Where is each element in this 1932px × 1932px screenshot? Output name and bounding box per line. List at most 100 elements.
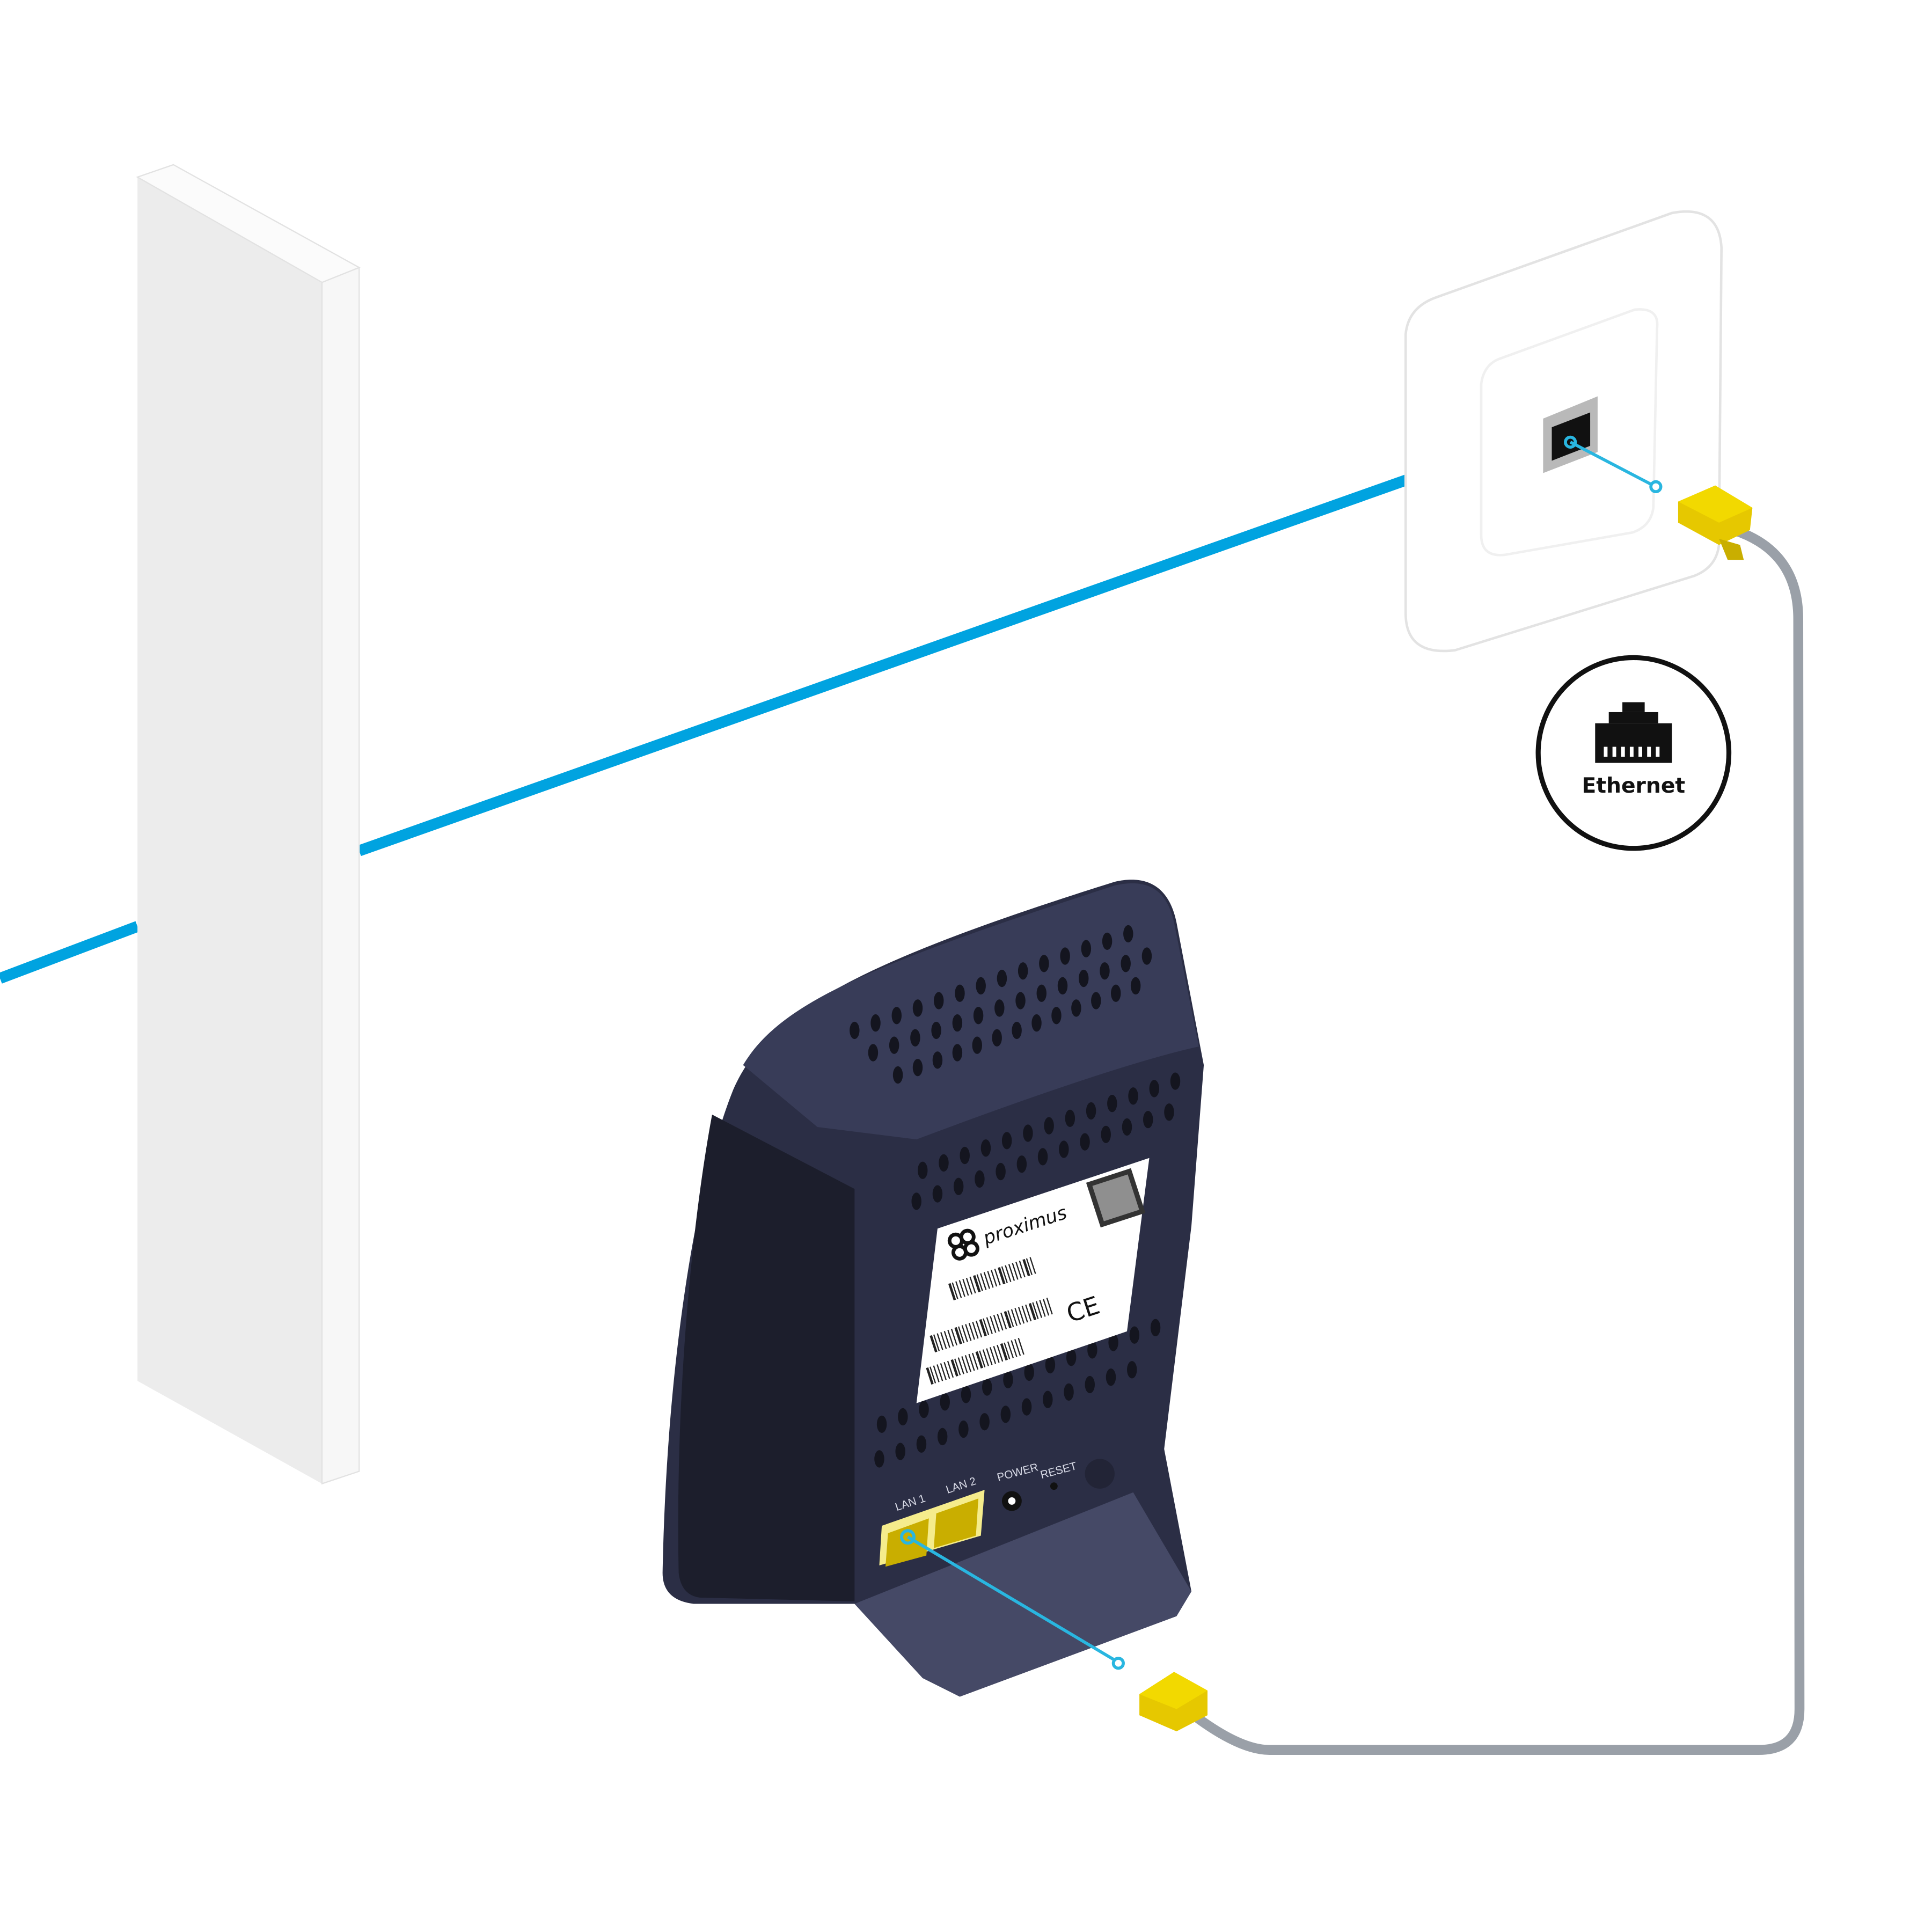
router-pointer [900,1529,1125,1670]
vent-hole [992,1029,1002,1046]
vent-hole [1044,1117,1054,1135]
vent-hole [1122,1118,1132,1136]
vent-hole [932,1185,943,1203]
vent-hole [916,1435,927,1453]
vent-hole [1039,955,1049,972]
product-label [916,1158,1150,1403]
vent-hole [994,999,1005,1017]
vent-hole [1080,1133,1090,1151]
vent-hole [955,984,965,1002]
vent-hole [980,1139,991,1157]
vent-hole [937,1428,948,1446]
vent-hole [953,1177,964,1195]
router-stand [854,1492,1191,1697]
qr-code [1086,1168,1146,1228]
vent-hole [1081,940,1092,957]
vent-hole [1150,1319,1161,1336]
vent-holes [850,925,1181,1468]
vent-hole [972,1036,982,1054]
vent-hole [876,1415,887,1433]
vent-hole [911,1192,921,1210]
vent-hole [1164,1103,1174,1121]
ethernet-connector-wall[interactable] [1678,485,1753,560]
vent-hole [1036,984,1046,1002]
fiber-line-inside [357,472,1414,857]
vent-hole [1023,1124,1033,1142]
lan2-port[interactable] [934,1498,979,1548]
vent-hole [979,1413,990,1431]
vent-hole [895,1443,905,1460]
vent-hole [1143,1111,1153,1129]
vent-hole [1000,1406,1011,1423]
vent-hole [1057,977,1068,995]
vent-hole [1108,1334,1118,1351]
vent-hole [940,1393,950,1411]
vent-hole [1101,1125,1111,1143]
vent-hole [1066,1349,1077,1366]
vent-hole [898,1408,908,1426]
vent-hole [1021,1398,1032,1416]
ethernet-cable [1184,525,1805,1755]
vent-hole [892,1066,903,1084]
vent-hole [1170,1072,1181,1090]
vent-hole [910,1029,920,1046]
vent-hole [1111,984,1121,1002]
vent-hole [874,1450,884,1468]
vent-hole [958,1420,969,1438]
vent-hole [1100,962,1110,980]
vent-hole [1086,1102,1096,1120]
ethernet-badge: Ethernet [1535,655,1732,851]
vent-hole [1001,1132,1012,1150]
ethernet-connector-router[interactable] [1139,1672,1208,1732]
vent-hole [1079,969,1089,987]
vent-hole [1031,1014,1042,1032]
vent-hole [891,1007,902,1024]
vent-hole [1106,1368,1116,1386]
vent-hole [1064,1383,1074,1401]
vent-hole [1129,1326,1140,1344]
vent-hole [952,1044,963,1062]
vent-hole [918,1161,928,1179]
proximus-logo-icon [947,1228,979,1261]
vent-hole [1149,1080,1159,1097]
vent-hole [912,999,923,1017]
vent-hole [1045,1356,1056,1374]
vent-hole [982,1378,992,1396]
vent-hole [870,1014,881,1032]
router: proximus CE LAN 1 LAN 2 POWER RESET [662,880,1204,1697]
wall [136,164,361,1485]
vent-hole [1043,1391,1053,1408]
vent-hole [850,1021,860,1040]
vent-hole [1085,1375,1095,1394]
vent-hole [1051,1007,1062,1024]
vent-hole [1018,962,1028,980]
power-button[interactable] [1085,1459,1115,1489]
vent-hole [1087,1341,1097,1359]
vent-hole [889,1036,899,1054]
vent-hole [1107,1095,1117,1113]
vent-hole [1127,1361,1137,1379]
reset-button[interactable] [1050,1482,1058,1490]
vent-hole [1102,932,1113,950]
vent-hole [1060,947,1070,965]
vent-hole [868,1044,879,1062]
fiber-line-outside [0,921,140,984]
vent-hole [934,992,944,1009]
vent-hole [919,1401,929,1418]
vent-hole [932,1051,943,1069]
vent-hole [997,969,1007,987]
ethernet-label: Ethernet [1582,774,1686,798]
vent-hole [975,1170,985,1188]
vent-hole [1071,999,1081,1017]
socket-pointer [1564,435,1663,494]
vent-hole [996,1162,1006,1181]
wall-socket [1404,210,1723,653]
vent-hole [931,1021,941,1040]
vent-hole [976,977,986,995]
vent-hole [1065,1109,1075,1127]
vent-hole [1091,992,1101,1009]
vent-hole [1016,1155,1027,1173]
vent-hole [1121,955,1131,972]
vent-hole [952,1014,963,1032]
